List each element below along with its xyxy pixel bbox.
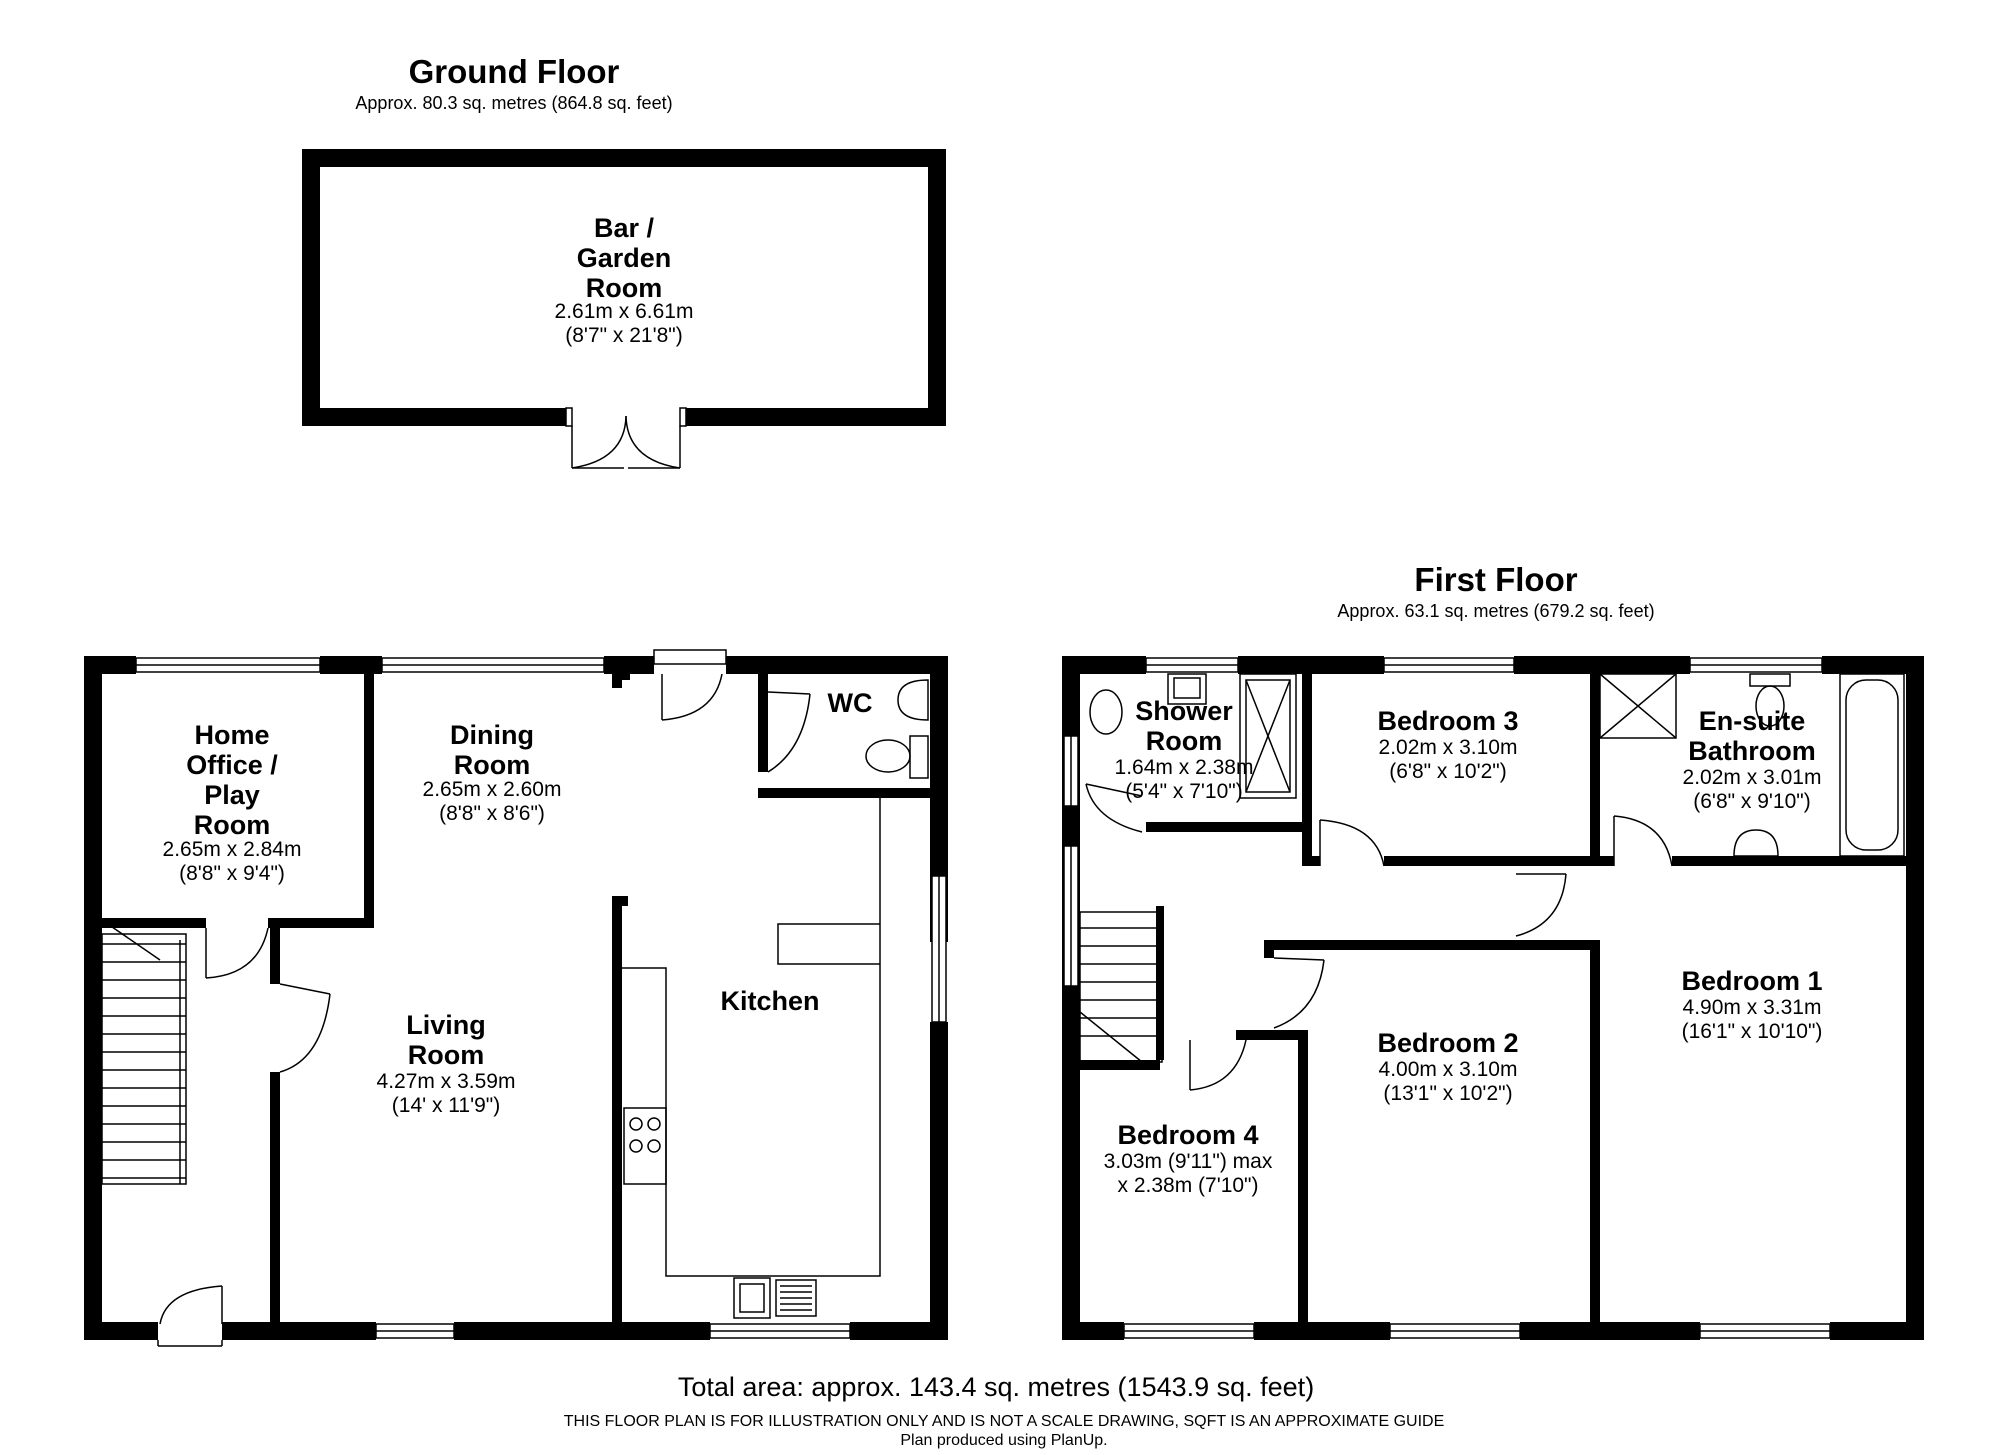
room-metric-living: 4.27m x 3.59m bbox=[376, 1070, 516, 1093]
room-imperial-living: (14' x 11'9") bbox=[391, 1094, 501, 1117]
ground-floor-title: Ground Floor bbox=[408, 53, 620, 90]
room-name-dining: Dining Room bbox=[450, 720, 534, 780]
kitchen-units bbox=[622, 798, 881, 1319]
room-imperial-bedroom2: (13'1" x 10'2") bbox=[1383, 1082, 1513, 1105]
first-floor-doors bbox=[1085, 783, 1673, 1091]
room-name-bedroom1: Bedroom 1 bbox=[1681, 966, 1823, 996]
room-metric-bar-garden: 2.61m x 6.61m bbox=[554, 300, 694, 323]
room-imperial-dining: (8'8" x 8'6") bbox=[439, 802, 545, 825]
room-name-ensuite: En-suite Bathroom bbox=[1688, 706, 1816, 766]
room-imperial-bedroom3: (6'8" x 10'2") bbox=[1389, 760, 1507, 783]
wc-fixtures bbox=[865, 679, 929, 779]
ground-floor-walls bbox=[84, 656, 948, 1340]
bathroom-fixtures bbox=[1089, 673, 1905, 857]
room-metric-bedroom3: 2.02m x 3.10m bbox=[1378, 736, 1518, 759]
room-name-bedroom3: Bedroom 3 bbox=[1377, 706, 1519, 736]
room-metric-home-office: 2.65m x 2.84m bbox=[162, 838, 302, 861]
room-name-bar-garden: Bar / Garden Room bbox=[576, 213, 672, 303]
room-imperial-bedroom1: (16'1" x 10'10") bbox=[1681, 1020, 1823, 1043]
first-floor-area: Approx. 63.1 sq. metres (679.2 sq. feet) bbox=[1337, 601, 1655, 621]
first-floor-windows bbox=[1063, 657, 1831, 1339]
first-floor-stairs bbox=[1079, 911, 1163, 1063]
room-metric-bedroom4: 3.03m (9'11") max bbox=[1103, 1150, 1273, 1173]
room-metric-bedroom2: 4.00m x 3.10m bbox=[1378, 1058, 1518, 1081]
total-area: Total area: approx. 143.4 sq. metres (15… bbox=[677, 1372, 1315, 1402]
room-metric-dining: 2.65m x 2.60m bbox=[422, 778, 562, 801]
room-name-kitchen: Kitchen bbox=[720, 986, 820, 1016]
first-floor-walls bbox=[1062, 656, 1924, 1340]
room-name-bedroom4: Bedroom 4 bbox=[1117, 1120, 1259, 1150]
garden-room-walls bbox=[302, 149, 946, 426]
ground-floor-area: Approx. 80.3 sq. metres (864.8 sq. feet) bbox=[355, 93, 673, 113]
room-metric-ensuite: 2.02m x 3.01m bbox=[1682, 766, 1822, 789]
room-metric-shower: 1.64m x 2.38m bbox=[1114, 756, 1254, 779]
room-imperial-home-office: (8'8" x 9'4") bbox=[179, 862, 285, 885]
room-name-bedroom2: Bedroom 2 bbox=[1377, 1028, 1519, 1058]
room-imperial-bedroom4: x 2.38m (7'10") bbox=[1117, 1174, 1259, 1197]
room-name-living: Living Room bbox=[406, 1010, 486, 1070]
first-floor-title: First Floor bbox=[1414, 561, 1578, 598]
ground-floor-windows bbox=[135, 657, 947, 1339]
room-imperial-shower: (5'4" x 7'10") bbox=[1125, 780, 1243, 803]
room-name-shower: Shower Room bbox=[1135, 696, 1233, 756]
room-imperial-ensuite: (6'8" x 9'10") bbox=[1693, 790, 1811, 813]
garden-room-french-doors bbox=[565, 407, 687, 469]
disclaimer: THIS FLOOR PLAN IS FOR ILLUSTRATION ONLY… bbox=[563, 1413, 1445, 1430]
ground-floor-stairs bbox=[101, 919, 187, 1185]
ground-floor-doors bbox=[157, 649, 811, 1347]
plan-credit: Plan produced using PlanUp. bbox=[900, 1432, 1108, 1449]
room-imperial-bar-garden: (8'7" x 21'8") bbox=[565, 324, 683, 347]
room-metric-bedroom1: 4.90m x 3.31m bbox=[1682, 996, 1822, 1019]
room-name-wc: WC bbox=[827, 688, 873, 718]
room-name-home-office: Home Office / Play Room bbox=[186, 720, 278, 840]
